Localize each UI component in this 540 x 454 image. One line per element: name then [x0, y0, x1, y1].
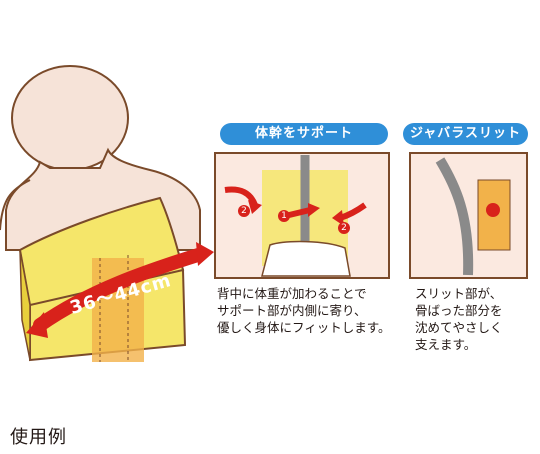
step-badge-right: 2 — [338, 222, 350, 234]
usage-example-caption: 使用例 — [10, 427, 67, 448]
slit-diagram — [409, 152, 528, 279]
width-arrow — [26, 242, 214, 338]
support-description: 背中に体重が加わることで サポート部が内側に寄り、 優しく身体にフィットします。 — [217, 286, 391, 335]
support-diagram — [214, 152, 390, 279]
slit-title: ジャバラスリット — [403, 123, 528, 145]
step-badge-left: 2 — [238, 205, 250, 217]
support-title: 体幹をサポート — [220, 123, 388, 145]
step-badge-center: 1 — [278, 210, 290, 222]
slit-description: スリット部が、 骨ばった部分を 沈めてやさしく 支えます。 — [415, 286, 503, 352]
